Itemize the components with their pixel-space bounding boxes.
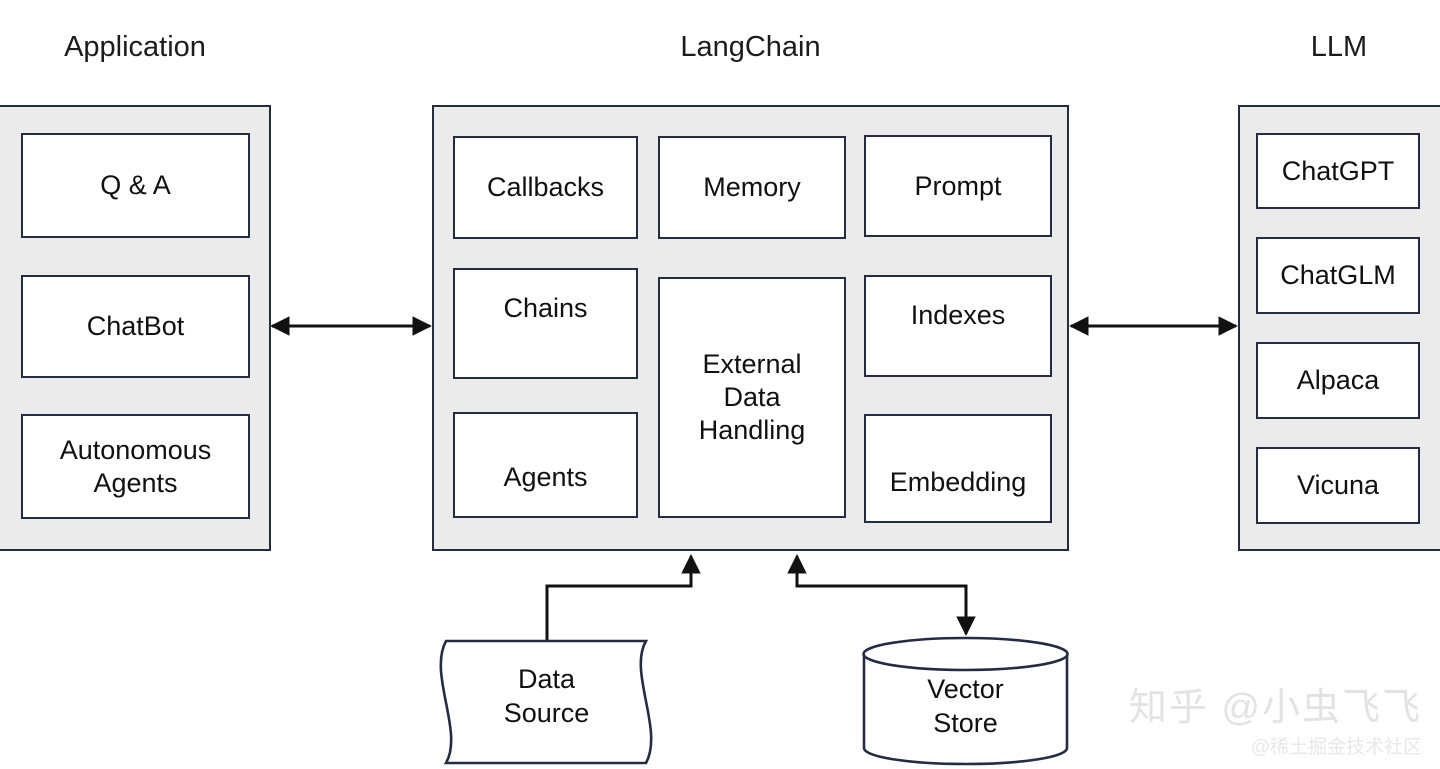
app-box-autonomous-agents[interactable]: Autonomous Agents bbox=[21, 414, 250, 519]
langchain-box-chains[interactable]: Chains bbox=[453, 268, 638, 379]
app-box-qa[interactable]: Q & A bbox=[21, 133, 250, 238]
langchain-box-agents-label: Agents bbox=[503, 462, 588, 492]
llm-box-alpaca[interactable]: Alpaca bbox=[1256, 342, 1420, 419]
vector-store-top-ellipse bbox=[862, 636, 1069, 672]
vector-store-label: Vector Store bbox=[927, 674, 1004, 738]
data-source-label: Data Source bbox=[503, 664, 590, 728]
langchain-box-callbacks[interactable]: Callbacks bbox=[453, 136, 638, 239]
app-box-chatbot-label: ChatBot bbox=[86, 311, 185, 341]
langchain-box-embedding[interactable]: Embedding bbox=[864, 414, 1052, 523]
llm-box-chatgpt-label: ChatGPT bbox=[1281, 155, 1395, 186]
column-title-application: Application bbox=[64, 31, 206, 63]
langchain-box-indexes-label: Indexes bbox=[910, 300, 1006, 330]
langchain-box-memory[interactable]: Memory bbox=[658, 136, 846, 239]
langchain-box-prompt[interactable]: Prompt bbox=[864, 135, 1052, 237]
llm-box-vicuna[interactable]: Vicuna bbox=[1256, 447, 1420, 524]
langchain-box-embedding-label: Embedding bbox=[889, 467, 1027, 497]
watermark-zhihu: 知乎 @小虫飞飞 bbox=[1128, 687, 1422, 729]
connector-data-source-to-langchain bbox=[545, 554, 701, 640]
langchain-box-chains-label: Chains bbox=[503, 293, 588, 323]
app-box-qa-label: Q & A bbox=[100, 170, 171, 200]
langchain-box-prompt-label: Prompt bbox=[914, 170, 1002, 201]
langchain-box-callbacks-label: Callbacks bbox=[486, 172, 605, 202]
app-box-chatbot[interactable]: ChatBot bbox=[21, 275, 250, 378]
watermark-juejin: @稀土掘金技术社区 bbox=[1250, 737, 1422, 758]
langchain-box-agents[interactable]: Agents bbox=[453, 412, 638, 518]
langchain-box-external-data-handling-label: External Data Handling bbox=[698, 349, 806, 445]
llm-box-chatglm[interactable]: ChatGLM bbox=[1256, 237, 1420, 314]
app-box-autonomous-agents-label: Autonomous Agents bbox=[59, 434, 212, 498]
connector-langchain-vector-store bbox=[787, 554, 976, 636]
column-title-llm: LLM bbox=[1310, 31, 1368, 63]
langchain-box-external-data-handling[interactable]: External Data Handling bbox=[658, 277, 846, 518]
llm-box-chatglm-label: ChatGLM bbox=[1280, 260, 1396, 290]
llm-box-alpaca-label: Alpaca bbox=[1296, 365, 1380, 395]
column-title-langchain: LangChain bbox=[680, 31, 821, 63]
langchain-box-indexes[interactable]: Indexes bbox=[864, 275, 1052, 377]
langchain-box-memory-label: Memory bbox=[703, 172, 801, 202]
llm-box-chatgpt[interactable]: ChatGPT bbox=[1256, 133, 1420, 209]
llm-box-vicuna-label: Vicuna bbox=[1296, 470, 1380, 500]
